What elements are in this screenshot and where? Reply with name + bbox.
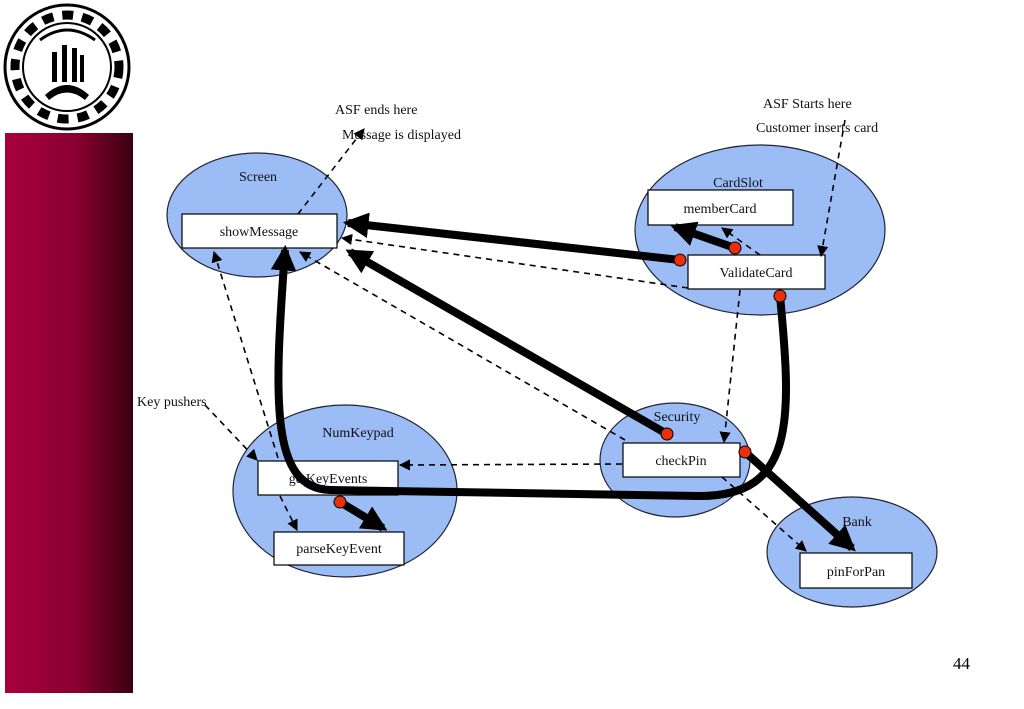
security-label: Security xyxy=(654,410,701,425)
dashed-dependencies xyxy=(204,119,846,552)
annotation-key-pushers: Key pushers xyxy=(137,395,207,410)
method-checkpin: checkPin xyxy=(655,454,706,469)
method-showmessage: showMessage xyxy=(220,225,299,240)
cardslot-label: CardSlot xyxy=(713,176,763,191)
method-validatecard: ValidateCard xyxy=(719,266,792,281)
method-membercard: memberCard xyxy=(683,202,756,217)
bank-object xyxy=(766,496,938,608)
annotation-asf-starts: ASF Starts here xyxy=(763,97,852,112)
bank-label: Bank xyxy=(842,515,872,530)
numkeypad-label: NumKeypad xyxy=(322,426,394,441)
message-flows xyxy=(270,212,856,552)
page-number: 44 xyxy=(953,654,971,673)
annotation-asf-ends: ASF ends here xyxy=(335,103,417,118)
method-pinforpan: pinForPan xyxy=(827,565,885,580)
annotation-customer-inserts: Customer inserts card xyxy=(756,121,878,136)
method-parsekeyevent: parseKeyEvent xyxy=(296,542,382,557)
university-logo xyxy=(3,3,131,131)
annotation-message-displayed: Message is displayed xyxy=(342,128,461,143)
screen-label: Screen xyxy=(239,170,277,185)
sidebar-bar xyxy=(5,133,133,693)
